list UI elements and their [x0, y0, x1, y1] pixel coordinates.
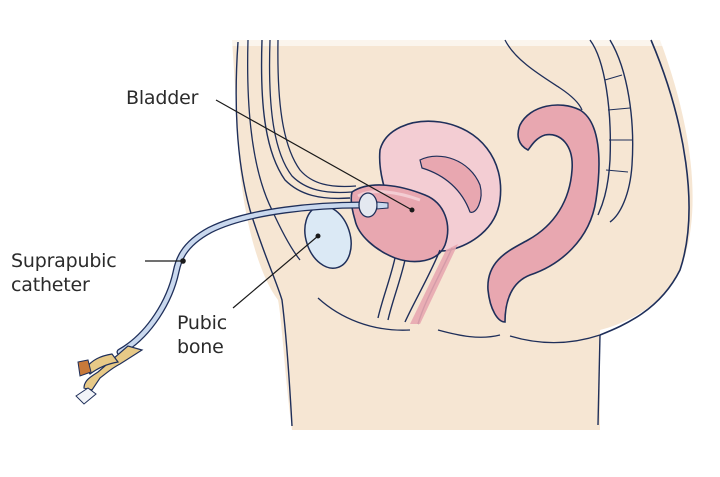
pubic-bone-label-line1: Pubic	[177, 312, 227, 334]
rectum	[487, 104, 600, 323]
bladder-leader-line	[215, 99, 413, 211]
catheter-connector	[83, 345, 144, 391]
pubic-bone-leader-line	[232, 235, 319, 309]
catheter-drain-port	[75, 387, 97, 405]
catheter-balloon	[358, 192, 378, 218]
bladder-label: Bladder	[126, 87, 199, 109]
pubic-bone-label-line2: bone	[177, 336, 224, 358]
sacrum	[589, 39, 612, 216]
suprapubic-catheter-label-line1: Suprapubic	[11, 250, 117, 272]
catheter-cap	[77, 359, 92, 377]
suprapubic-catheter-label-line2: catheter	[11, 274, 90, 296]
